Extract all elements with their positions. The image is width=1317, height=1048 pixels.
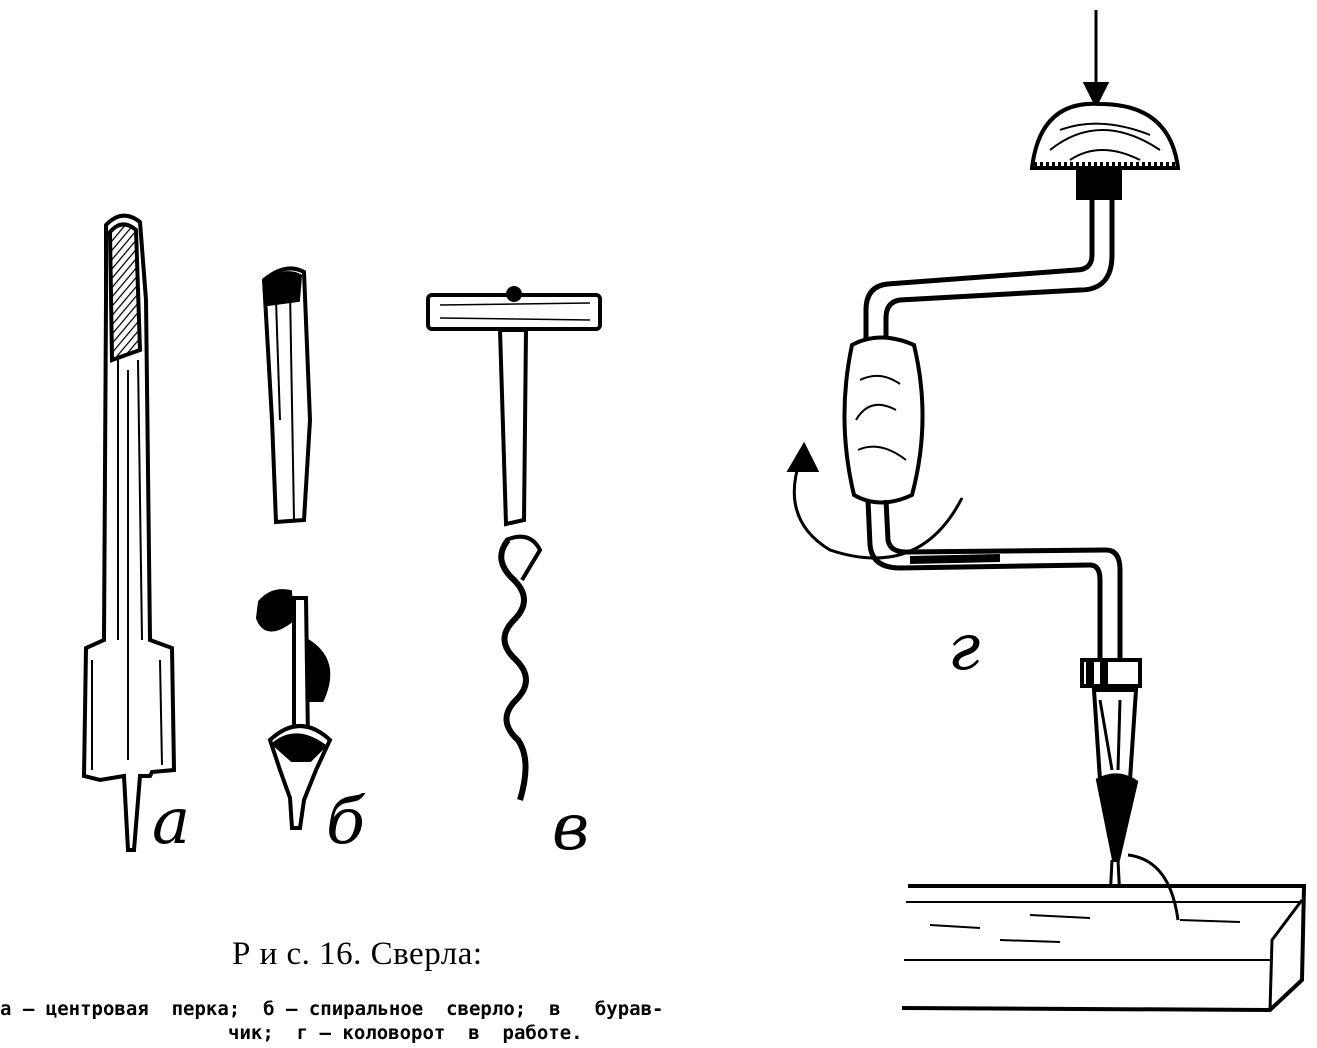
gimlet-drawing [426,286,602,801]
label-v: в [552,791,590,865]
label-a: а [152,785,191,859]
label-b: б [326,785,366,859]
label-g: г [948,611,981,685]
brace-drawing [786,10,1307,1013]
figure-caption-line-1: а — центровая перка; б — спиральное свер… [0,998,664,1020]
figure-caption-title: Р и с. 16. Сверла: [232,936,483,972]
spiral-drill-drawing [255,266,333,830]
center-bit-drawing [81,213,177,852]
figure-caption-line-2: чик; г — коловорот в работе. [228,1022,583,1044]
